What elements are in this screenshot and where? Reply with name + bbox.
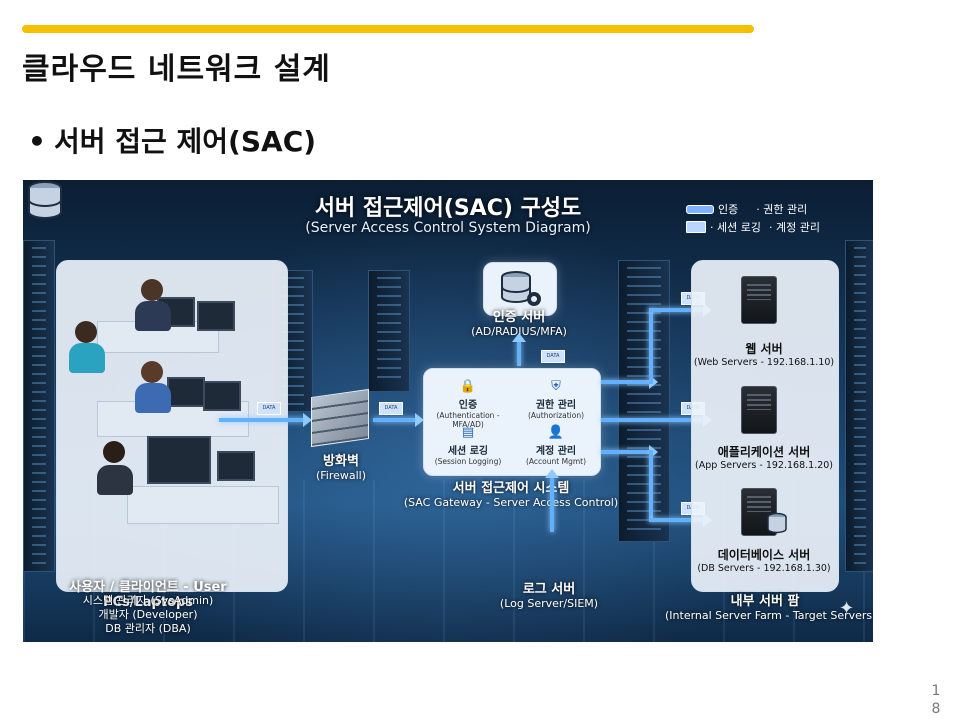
desk xyxy=(127,486,279,524)
person-body xyxy=(135,301,171,331)
sac-gateway-label: 서버 접근제어 시스템(SAC Gateway - Server Access … xyxy=(391,477,631,509)
legend-item-account: · 계정 관리 xyxy=(769,219,820,235)
log-server-label: 로그 서버(Log Server/SIEM) xyxy=(489,578,609,610)
database-icon xyxy=(765,512,789,534)
title-accent-bar xyxy=(22,25,754,33)
person-head xyxy=(103,441,125,463)
sac-feature-authorization: ⛨ 권한 관리(Authorization) xyxy=(512,379,600,420)
data-packet: DATA xyxy=(541,350,565,363)
person-head xyxy=(75,321,97,343)
monitor xyxy=(147,436,211,484)
legend-item-auth: 인증 xyxy=(718,201,738,217)
server-farm-label: 내부 서버 팜(Internal Server Farm - Target Se… xyxy=(665,590,865,622)
sac-feature-authentication: 🔒 인증(Authentication - MFA/AD) xyxy=(424,379,512,429)
person-head xyxy=(141,279,163,301)
firewall-icon xyxy=(311,389,369,447)
connector-db xyxy=(649,450,653,520)
arrow-sac-branch-db xyxy=(601,450,651,454)
arrow-firewall-to-sac xyxy=(373,418,417,422)
data-packet: DATA xyxy=(257,402,281,415)
page-number: 1 8 xyxy=(930,682,942,718)
bullet-marker: • xyxy=(28,125,54,158)
web-server-label: 웹 서버(Web Servers - 192.168.1.10) xyxy=(684,340,844,368)
user-icon: 👤 xyxy=(512,425,600,440)
bullet-text: 서버 접근 제어(SAC) xyxy=(54,125,316,158)
monitor xyxy=(217,451,255,481)
arrow-users-to-firewall xyxy=(219,418,305,422)
data-packet: DATA xyxy=(379,402,403,415)
sparkle-icon: ✦ xyxy=(839,598,854,619)
connector-web xyxy=(649,308,653,384)
person-body xyxy=(135,383,171,413)
bullet-item: •서버 접근 제어(SAC) xyxy=(28,120,316,160)
sac-diagram-image: 서버 접근제어(SAC) 구성도 (Server Access Control … xyxy=(23,180,873,642)
web-server-icon xyxy=(741,276,777,324)
monitor xyxy=(167,377,205,407)
rack-right-1 xyxy=(845,240,873,572)
arrow-log-to-sac xyxy=(550,476,554,532)
sac-feature-account-mgmt: 👤 계정 관리(Account Mgmt) xyxy=(512,425,600,466)
arrow-sac-to-auth xyxy=(517,340,521,366)
person-head xyxy=(141,361,163,383)
legend-item-logging: · 세션 로깅 xyxy=(710,219,761,235)
legend-connection-swatch xyxy=(686,205,714,214)
monitor xyxy=(203,381,241,411)
app-server-icon xyxy=(741,386,777,434)
rack-mid-2 xyxy=(368,270,410,392)
arrow-to-app-server xyxy=(601,418,705,422)
app-server-label: 애플리케이션 서버(App Servers - 192.168.1.20) xyxy=(684,443,844,471)
sac-gateway-card: 🔒 인증(Authentication - MFA/AD) ⛨ 권한 관리(Au… xyxy=(423,368,601,476)
person-body xyxy=(69,343,105,373)
legend-packet-swatch xyxy=(686,221,706,233)
sac-feature-session-logging: ▤ 세션 로깅(Session Logging) xyxy=(424,425,512,466)
lock-icon: 🔒 xyxy=(424,379,512,394)
rack-left-1 xyxy=(23,240,55,572)
firewall-label: 방화벽(Firewall) xyxy=(299,450,383,482)
legend-item-authz: · 권한 관리 xyxy=(756,201,807,217)
monitor xyxy=(197,301,235,331)
legend: 인증 · 권한 관리 · 세션 로깅 · 계정 관리 xyxy=(686,200,846,236)
db-server-label: 데이터베이스 서버(DB Servers - 192.168.1.30) xyxy=(684,546,844,574)
slide-title: 클라우드 네트워크 설계 xyxy=(22,44,331,88)
users-panel xyxy=(56,260,288,592)
users-role-dba: DB 관리자 (DBA) xyxy=(23,620,273,636)
arrow-sac-branch-web xyxy=(601,380,651,384)
document-icon: ▤ xyxy=(424,425,512,440)
shield-icon: ⛨ xyxy=(512,379,600,394)
person-body xyxy=(97,465,133,495)
